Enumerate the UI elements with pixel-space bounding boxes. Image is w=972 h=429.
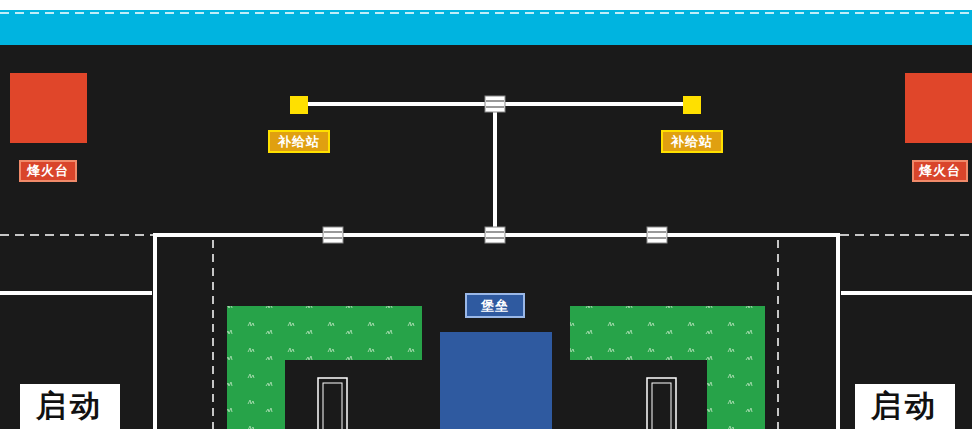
base-outline	[155, 235, 838, 429]
dashed-line	[212, 240, 214, 429]
supply-label: 补给站	[661, 130, 723, 153]
label-text: 烽火台	[27, 162, 69, 180]
supply-square	[683, 96, 701, 114]
dashed-line	[777, 240, 779, 429]
track-line	[0, 291, 152, 295]
supply-square	[290, 96, 308, 114]
slot	[647, 378, 676, 429]
junction	[323, 227, 343, 243]
track-line	[841, 291, 972, 295]
dashed-line	[0, 12, 972, 14]
grass-area	[227, 306, 422, 429]
water-band	[0, 0, 972, 45]
supply-label: 补给站	[268, 130, 330, 153]
start-box: 启动	[855, 384, 955, 429]
slot	[318, 378, 347, 429]
beacon-label: 烽火台	[19, 160, 77, 182]
track-line	[493, 104, 497, 236]
label-text: 烽火台	[919, 162, 961, 180]
junction	[647, 227, 667, 243]
fortress-label: 堡垒	[465, 293, 525, 318]
label-text: 启动	[871, 386, 939, 427]
grass-area	[570, 306, 765, 429]
beacon-label: 烽火台	[912, 160, 968, 182]
junction	[485, 96, 505, 112]
fortress-block	[440, 332, 552, 429]
beacon-square	[10, 73, 87, 143]
label-text: 堡垒	[481, 297, 509, 315]
junction	[485, 227, 505, 243]
label-text: 补给站	[278, 133, 320, 151]
top-margin	[0, 0, 972, 10]
start-box: 启动	[20, 384, 120, 429]
label-text: 补给站	[671, 133, 713, 151]
label-text: 启动	[36, 386, 104, 427]
beacon-square	[905, 73, 972, 143]
